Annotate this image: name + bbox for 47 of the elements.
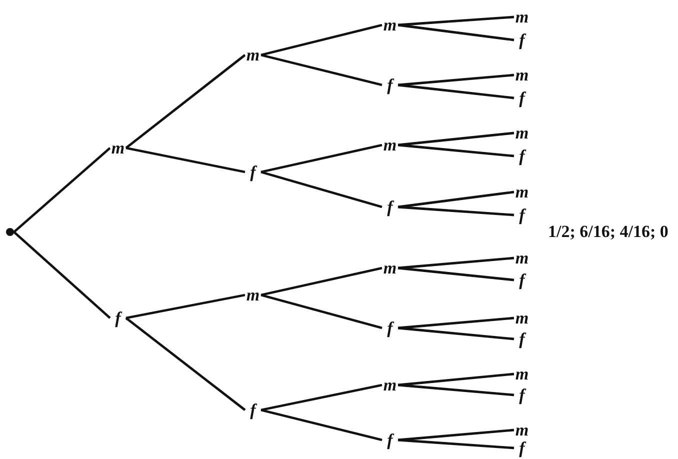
branch-line (398, 326, 514, 340)
outcome-label: f (518, 90, 526, 106)
branch-line (125, 54, 246, 149)
branch-line (398, 316, 514, 330)
probability-note: 1/2; 6/16; 4/16; 0 (548, 222, 668, 242)
outcome-label: f (249, 164, 257, 180)
outcome-label: f (518, 272, 526, 288)
outcome-label: f (386, 432, 394, 448)
branch-line (260, 54, 382, 86)
outcome-label: f (386, 320, 394, 336)
branch-line (398, 132, 514, 146)
branch-line (398, 84, 514, 100)
branch-line (398, 74, 514, 86)
branch-line (126, 294, 246, 320)
branch-line (125, 317, 246, 411)
branch-line (13, 231, 111, 319)
outcome-label: f (249, 402, 257, 418)
outcome-label: f (518, 32, 526, 48)
outcome-label: f (518, 386, 526, 404)
branch-line (398, 16, 514, 26)
branch-line (260, 24, 382, 56)
branch-line (398, 24, 514, 42)
branch-line (13, 147, 111, 233)
branch-line (260, 170, 382, 208)
branch-line (398, 438, 514, 450)
branch-line (260, 294, 382, 330)
branch-line (260, 384, 382, 412)
branch-line (260, 144, 382, 174)
outcome-label: f (518, 206, 526, 224)
outcome-label: f (518, 148, 526, 164)
branch-line (398, 266, 514, 282)
branch-line (398, 190, 514, 208)
outcome-label: f (518, 440, 526, 456)
branch-line (260, 266, 382, 296)
outcome-label: f (518, 330, 526, 348)
branch-line (260, 408, 382, 442)
outcome-label: f (114, 310, 122, 326)
branch-line (398, 144, 514, 158)
branch-line (126, 146, 246, 174)
outcome-label: f (386, 76, 394, 94)
branch-line (398, 428, 514, 442)
branch-line (398, 256, 514, 270)
branch-line (398, 384, 514, 396)
outcome-label: f (386, 198, 394, 216)
root-dot (6, 228, 14, 236)
branch-line (398, 206, 514, 216)
branch-line (398, 372, 514, 386)
